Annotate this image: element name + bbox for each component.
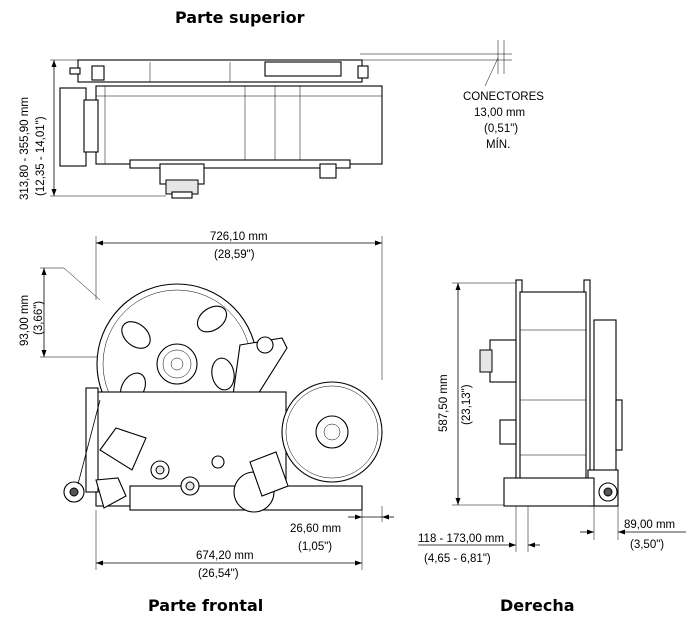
- front-base-mm: 674,20 mm: [196, 550, 254, 562]
- front-offset-mm: 93,00 mm: [19, 295, 31, 346]
- side-depth-mm: 118 - 173,00 mm: [418, 533, 504, 545]
- front-view: [40, 236, 394, 570]
- front-offset-in: (3,66"): [33, 301, 45, 335]
- side-height-in: (23,13"): [461, 384, 473, 425]
- front-width-in: (28,59"): [214, 249, 255, 261]
- front-base-in: (26,54"): [198, 568, 239, 580]
- top-view-title: Parte superior: [175, 8, 305, 27]
- top-height-mm: 313,80 - 355,90 mm: [19, 97, 31, 200]
- connectors-min: MÍN.: [486, 138, 510, 151]
- top-height-in: (12,35 - 14,01"): [35, 116, 47, 196]
- front-right-mm: 26,60 mm: [290, 523, 341, 535]
- top-view: [50, 40, 512, 199]
- side-right-mm: 89,00 mm: [624, 519, 675, 531]
- front-width-mm: 726,10 mm: [210, 231, 268, 243]
- front-right-in: (1,05"): [298, 541, 332, 553]
- right-view-title: Derecha: [500, 596, 575, 615]
- connectors-inch: (0,51"): [484, 123, 518, 135]
- right-view: [418, 279, 686, 552]
- side-right-in: (3,50"): [630, 539, 664, 551]
- side-depth-in: (4,65 - 6,81"): [424, 553, 491, 565]
- front-view-title: Parte frontal: [148, 596, 264, 615]
- connectors-label: CONECTORES: [463, 91, 544, 103]
- connectors-mm: 13,00 mm: [474, 107, 525, 119]
- side-height-mm: 587,50 mm: [438, 374, 450, 432]
